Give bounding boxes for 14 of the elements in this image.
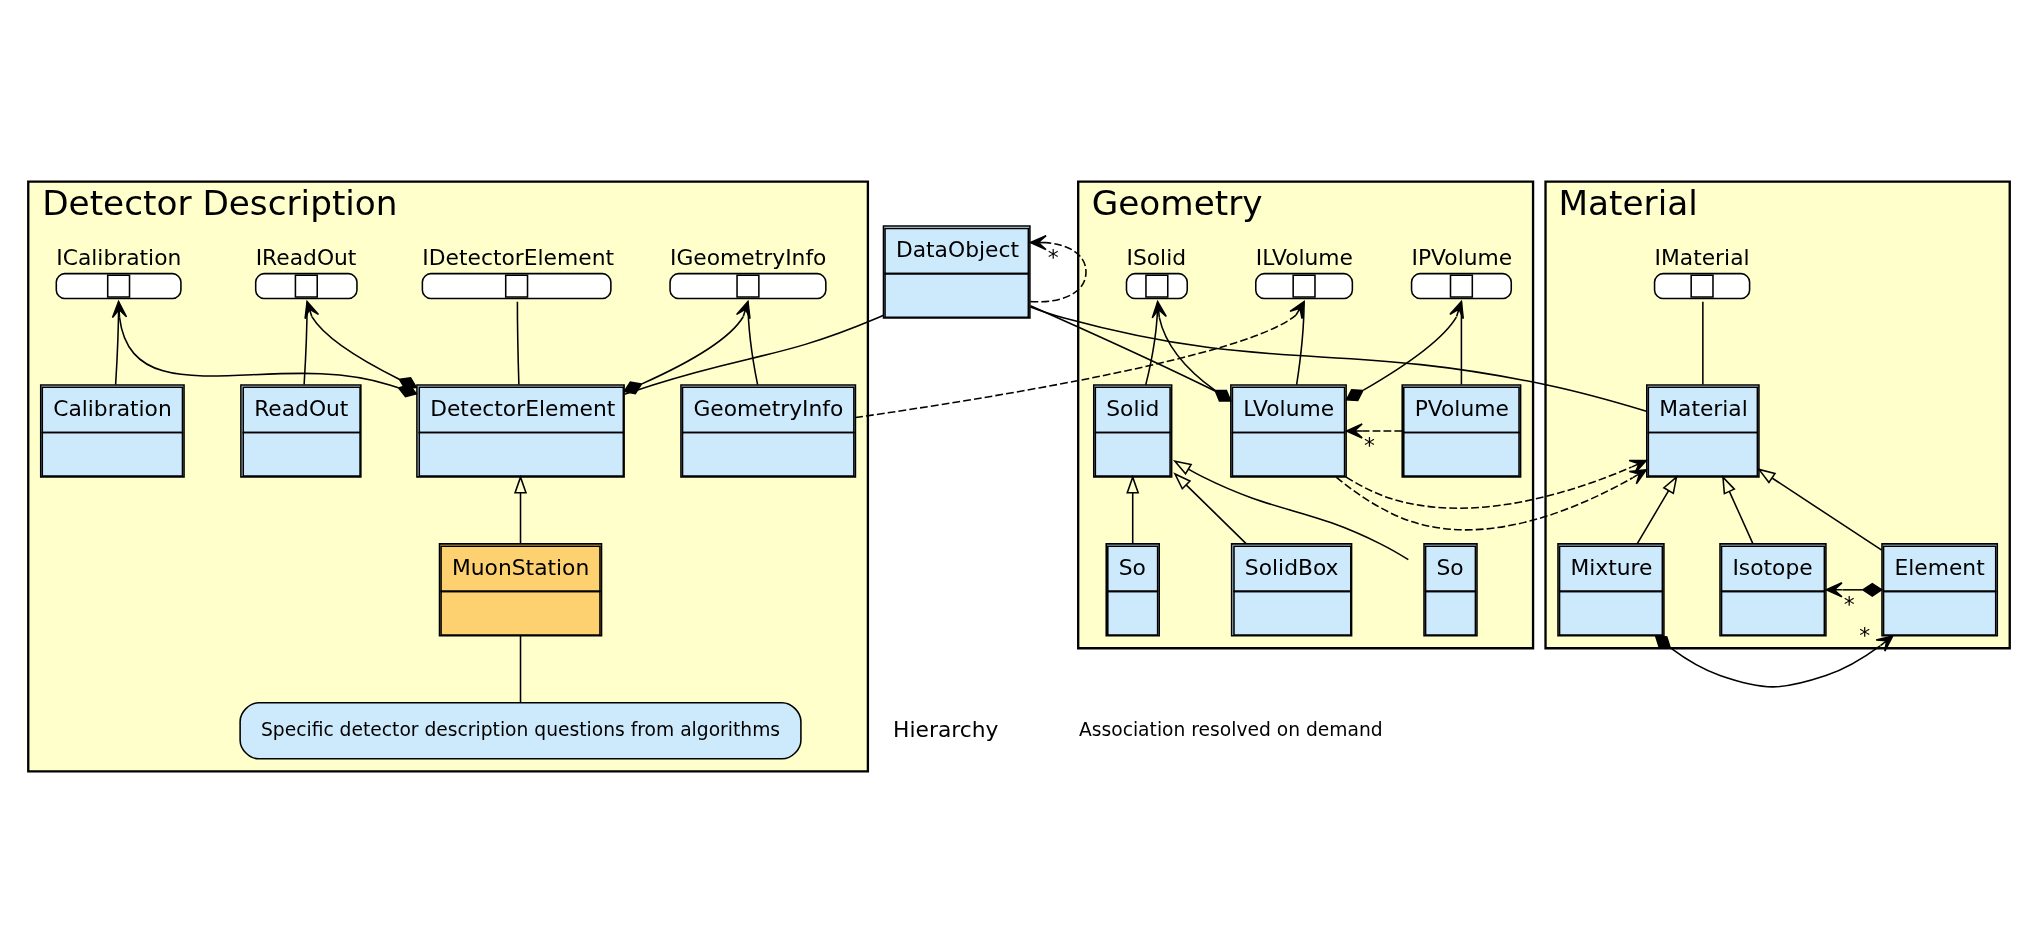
edge-label: *	[1364, 432, 1375, 458]
node-label: ICalibration	[56, 244, 182, 270]
node-label: IDetectorElement	[422, 244, 615, 270]
node-label: IPVolume	[1411, 244, 1513, 270]
node-label: IMaterial	[1654, 244, 1750, 270]
edge-label: *	[1843, 591, 1855, 617]
node-label: IGeometryInfo	[670, 244, 827, 270]
node-label: ILVolume	[1255, 244, 1354, 270]
edge-label: *	[1859, 622, 1871, 648]
node-label: IReadOut	[255, 244, 357, 270]
label: Hierarchy	[893, 716, 999, 742]
node-label: ISolid	[1126, 244, 1187, 270]
legend-label: Association resolved on demand	[1078, 718, 1383, 740]
edge-label: *	[1047, 244, 1059, 270]
